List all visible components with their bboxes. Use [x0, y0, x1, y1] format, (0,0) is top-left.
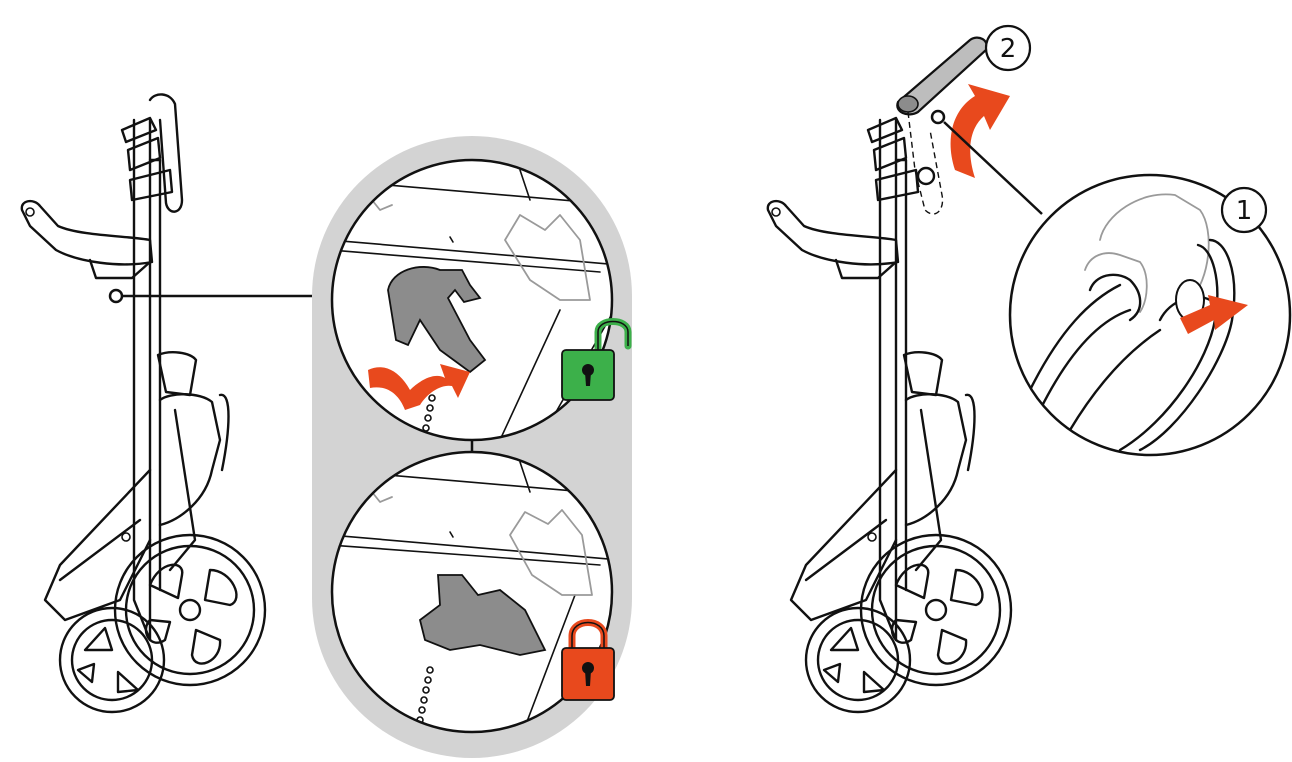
step-label-2: 2 [1000, 34, 1017, 64]
step-badge-1: 1 [1220, 186, 1268, 234]
step-badge-2: 2 [984, 24, 1032, 72]
curved-arrow-icon [950, 84, 1010, 178]
rollator-folded-right [766, 36, 1013, 714]
pointer-dot-right [930, 109, 946, 125]
lever-locked [418, 574, 547, 656]
pointer-dot [108, 288, 124, 304]
step-label-1: 1 [1236, 196, 1253, 226]
detail-release-button [1008, 173, 1292, 457]
padlock-open-icon [561, 318, 632, 401]
push-arrow-icon [1180, 295, 1248, 334]
rotate-arrow-icon [368, 364, 470, 410]
lever [387, 266, 487, 374]
callout-lock-detail [312, 136, 632, 758]
padlock-closed-icon [561, 619, 615, 701]
leader-line-right [943, 121, 1043, 215]
rollator-folded-left [20, 93, 267, 714]
